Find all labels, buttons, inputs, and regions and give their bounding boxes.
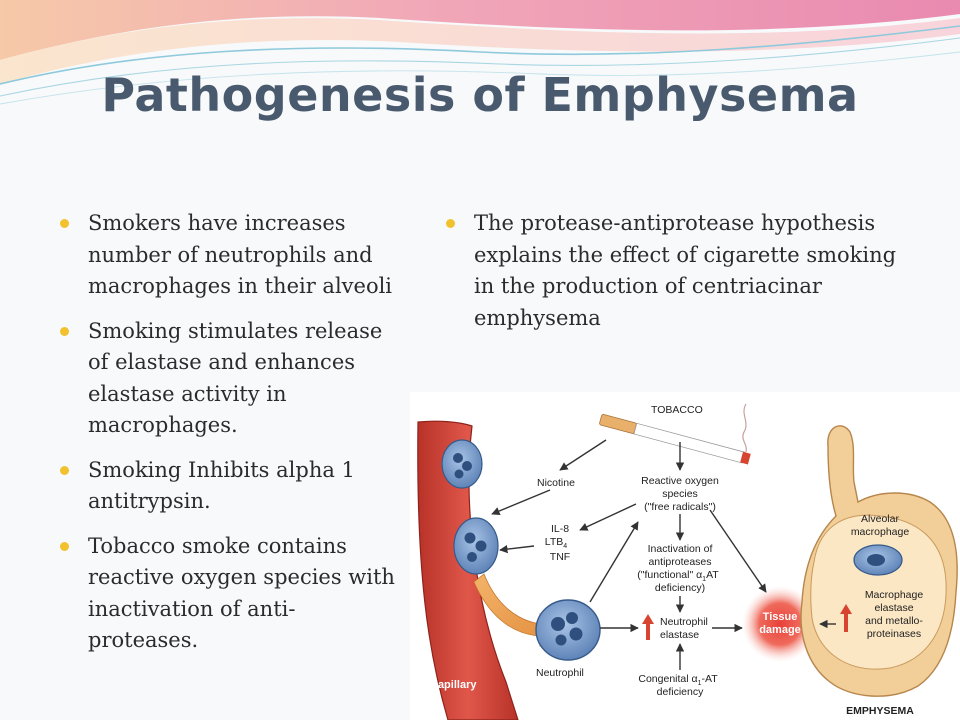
right-bullet-list: The protease-antiprotease hypothesis exp… — [446, 208, 906, 347]
arrow-tobacco-nicotine — [559, 439, 607, 471]
bullet-dot-icon — [446, 219, 455, 228]
neutrophil-elastase-line2: elastase — [660, 629, 699, 641]
ltb-label: LTB4 — [545, 536, 567, 550]
bullet-text: Tobacco smoke contains reactive oxygen s… — [88, 533, 395, 653]
bullet-dot-icon — [60, 465, 69, 475]
nicotine-label: Nicotine — [537, 477, 575, 489]
ltb-text: LTB — [545, 536, 563, 548]
congenital-subscript: 1 — [698, 680, 702, 687]
emphysema-pathogenesis-diagram: Capillary Neutrophil TOBACCO Nicotine Re… — [410, 392, 960, 720]
alveolar-macrophage-line2: macrophage — [851, 526, 910, 538]
bullet-dot-icon — [60, 541, 69, 551]
macrophage-elastase-line1: Macrophage — [865, 589, 924, 601]
tobacco-label: TOBACCO — [651, 404, 703, 416]
capillary-cell-icon — [453, 517, 499, 575]
inactivation-line3: ("functional" α1AT — [637, 569, 719, 583]
bullet-item: Tobacco smoke contains reactive oxygen s… — [60, 531, 400, 657]
tissue-damage-glow — [742, 586, 818, 662]
emphysema-label: EMPHYSEMA — [846, 705, 914, 717]
arrow-ros-tissue — [709, 509, 767, 593]
header-waves — [0, 0, 960, 105]
capillary-cell-icon — [441, 439, 483, 489]
arrow-il8-capillary — [499, 544, 535, 554]
tissue-damage-line2: damage — [759, 624, 801, 636]
inactivation-line1: Inactivation of — [648, 543, 713, 555]
increase-arrow-icon — [642, 614, 654, 640]
neutrophil-label: Neutrophil — [536, 667, 584, 679]
bullet-dot-icon — [60, 219, 69, 228]
inactivation-line2: antiproteases — [648, 556, 711, 568]
arrow-ros-il8 — [579, 503, 637, 531]
bullet-text: Smokers have increases number of neutrop… — [88, 211, 393, 298]
congenital-line1: Congenital α1-AT — [638, 673, 718, 687]
left-bullet-list: Smokers have increases number of neutrop… — [60, 208, 400, 670]
inactivation-line3-subscript: 1 — [702, 576, 706, 583]
congenital-line1-end: -AT — [701, 673, 718, 685]
inactivation-line3-text: ("functional" α — [637, 569, 702, 581]
neutrophil-elastase-line1: Neutrophil — [660, 616, 708, 628]
arrow-neutrophil-ros — [589, 521, 639, 603]
arrow-nicotine-capillary — [491, 489, 551, 515]
tnf-label: TNF — [550, 551, 570, 563]
il8-label: IL-8 — [551, 523, 569, 535]
neutrophil-cell-icon — [535, 599, 601, 661]
ros-label-line3: ("free radicals") — [644, 501, 716, 513]
alveolar-macrophage-line1: Alveolar — [861, 513, 899, 525]
slide-title: Pathogenesis of Emphysema — [101, 68, 859, 122]
bullet-item: Smoking Inhibits alpha 1 antitrypsin. — [60, 455, 400, 518]
ros-label-line1: Reactive oxygen — [641, 475, 719, 487]
macrophage-elastase-line3: and metallo- — [865, 615, 923, 627]
bullet-text: Smoking Inhibits alpha 1 antitrypsin. — [88, 457, 355, 514]
diagram-arrows — [491, 439, 836, 670]
congenital-line2: deficiency — [657, 686, 704, 698]
ros-label-line2: species — [662, 488, 698, 500]
bullet-item: Smoking stimulates release of elastase a… — [60, 316, 400, 442]
inactivation-line3-end: AT — [706, 569, 719, 581]
macrophage-elastase-line4: proteinases — [867, 628, 921, 640]
congenital-line1-text: Congenital α — [638, 673, 697, 685]
ltb-subscript: 4 — [563, 543, 567, 550]
bullet-item: Smokers have increases number of neutrop… — [60, 208, 400, 303]
inactivation-line4: deficiency) — [655, 582, 705, 594]
cigarette-icon — [599, 403, 751, 465]
bullet-text: The protease-antiprotease hypothesis exp… — [474, 211, 897, 330]
increase-arrow-icon — [840, 604, 852, 632]
tissue-damage-line1: Tissue — [763, 611, 798, 623]
capillary-label: Capillary — [430, 679, 477, 691]
bullet-dot-icon — [60, 326, 69, 336]
bullet-text: Smoking stimulates release of elastase a… — [88, 318, 383, 438]
bullet-item: The protease-antiprotease hypothesis exp… — [446, 208, 906, 334]
macrophage-elastase-line2: elastase — [874, 602, 913, 614]
